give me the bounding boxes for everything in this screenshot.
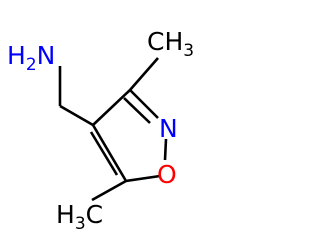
bond-c5-c4-2 [89, 131, 119, 176]
bond-c5-c4-1 [91, 124, 128, 182]
methyl-bottom-subscript: 3 [75, 214, 86, 234]
molecule-structure: H2N CH3 N O H3C [7, 27, 194, 234]
ring-oxygen-label: O [157, 160, 177, 189]
bond-o-c5 [125, 174, 161, 183]
bonds [58, 57, 168, 202]
bond-ch2-c4 [59, 104, 94, 127]
bond-c3-n-1 [129, 89, 159, 119]
amine-h: H [7, 41, 26, 70]
bond-c3-n-2 [123, 97, 151, 124]
bond-c5-methyl [91, 179, 127, 202]
methyl-top-ch: CH [147, 27, 183, 56]
amine-label: H2N [7, 41, 55, 75]
amine-n: N [37, 41, 56, 70]
bond-c4-c3 [92, 89, 131, 126]
ring-nitrogen-label: N [159, 114, 178, 143]
methyl-top-subscript: 3 [183, 41, 194, 61]
bond-n-o [163, 138, 168, 161]
amine-subscript: 2 [26, 55, 37, 75]
methyl-top-label: CH3 [147, 27, 194, 61]
methyl-bottom-label: H3C [56, 200, 103, 234]
bond-c3-methyl [129, 57, 159, 91]
methyl-bottom-c: C [86, 200, 103, 229]
methyl-bottom-h: H [56, 200, 75, 229]
